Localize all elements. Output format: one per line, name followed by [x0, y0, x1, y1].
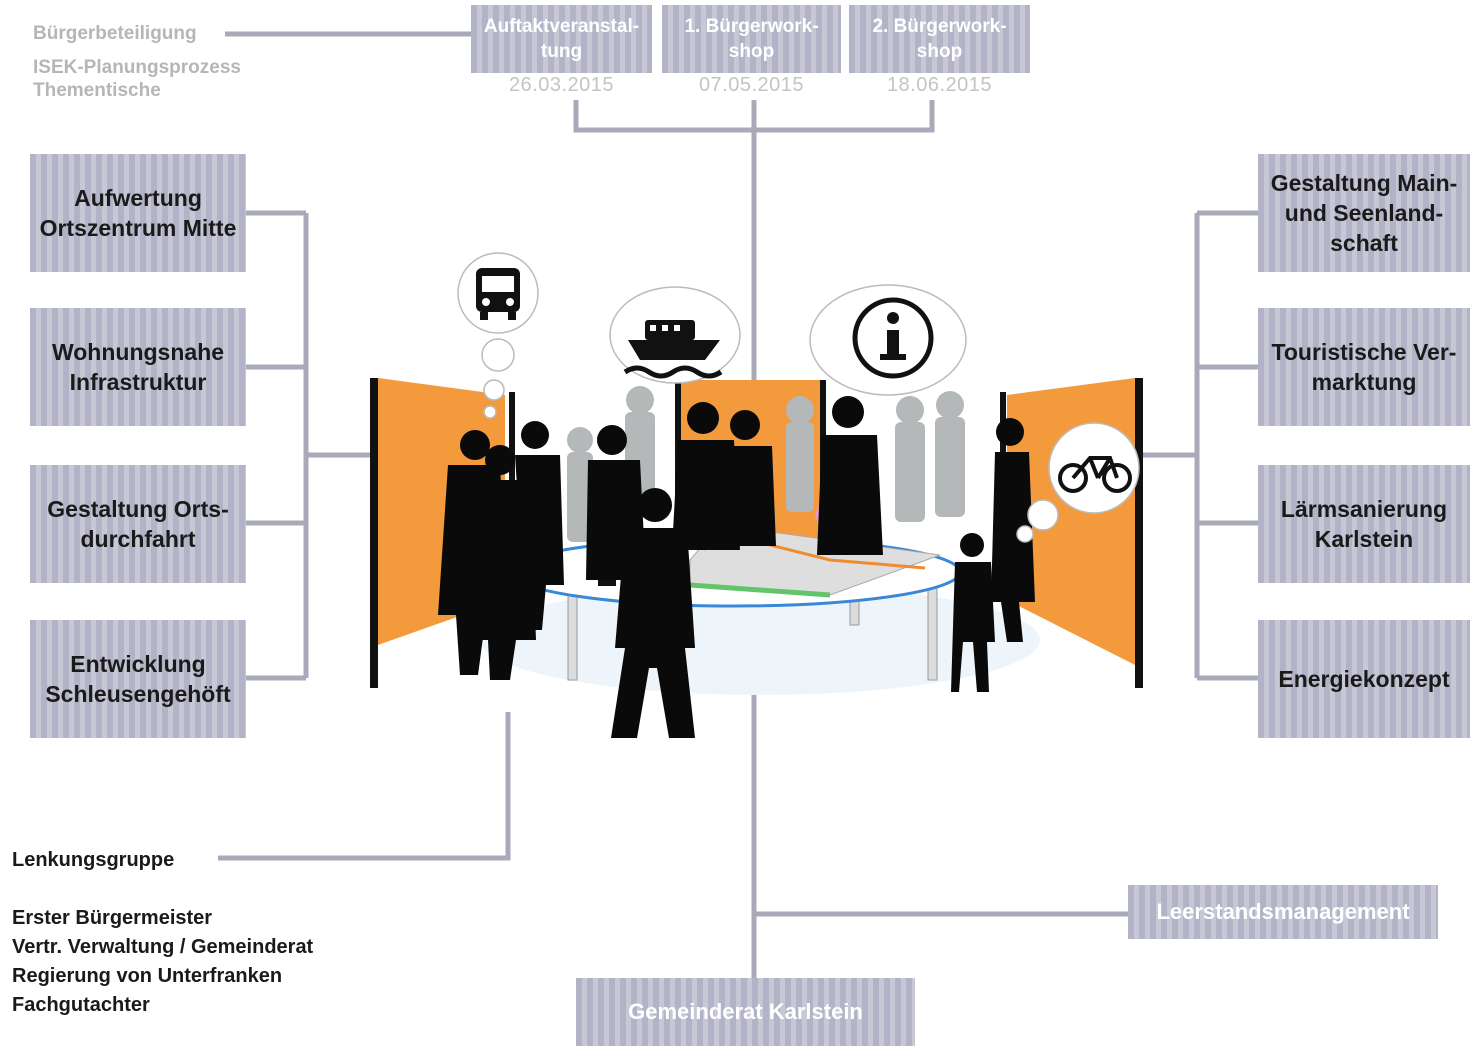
topic-box-through-road: Gestaltung Orts- durchfahrt [30, 465, 246, 583]
bus-icon [476, 268, 520, 320]
boat-icon [623, 320, 723, 379]
panel-post [509, 392, 515, 552]
topic-label: Gestaltung Orts- durchfahrt [47, 496, 229, 552]
header-theme-tables: Thementische [33, 80, 161, 100]
event-box-kickoff: Auftaktveranstal- tung [471, 5, 652, 73]
steering-member: Fachgutachter [12, 994, 150, 1016]
background-people [567, 386, 965, 542]
topic-box-lock-estate: Entwicklung Schleusengehöft [30, 620, 246, 738]
topic-box-landscape: Gestaltung Main- und Seenland- schaft [1258, 154, 1470, 272]
steering-group-title: Lenkungsgruppe [12, 849, 175, 871]
event-date: 26.03.2015 [508, 74, 615, 96]
topic-box-town-center: Aufwertung Ortszentrum Mitte [30, 154, 246, 272]
topic-label: Entwicklung Schleusengehöft [45, 651, 231, 707]
vacancy-management-box: Leerstandsmanagement [1128, 885, 1438, 939]
topic-label: Lärmsanierung Karlstein [1280, 496, 1448, 552]
council-label: Gemeinderat Karlstein [628, 999, 863, 1024]
event-label: 1. Bürgerwork- shop [684, 16, 819, 62]
topic-box-infrastructure: Wohnungsnahe Infrastruktur [30, 308, 246, 426]
topic-box-tourism: Touristische Ver- marktung [1258, 308, 1470, 426]
event-box-workshop-1: 1. Bürgerwork- shop [662, 5, 841, 73]
topic-label: Wohnungsnahe Infrastruktur [51, 339, 225, 395]
people-silhouettes [438, 396, 1035, 738]
panel-post [1135, 378, 1143, 688]
steering-member: Regierung von Unterfranken [12, 965, 283, 987]
topic-label: Touristische Ver- marktung [1271, 339, 1457, 395]
municipal-council-box: Gemeinderat Karlstein [576, 978, 915, 1046]
event-date: 18.06.2015 [886, 74, 993, 96]
steering-member: Erster Bürgermeister [12, 907, 213, 929]
info-icon [852, 297, 934, 379]
event-label: Auftaktveranstal- tung [483, 16, 640, 62]
topic-box-noise: Lärmsanierung Karlstein [1258, 465, 1470, 583]
topic-label: Aufwertung Ortszentrum Mitte [39, 185, 237, 241]
vacancy-label: Leerstandsmanagement [1156, 899, 1410, 924]
topic-label: Energiekonzept [1278, 666, 1450, 692]
bicycle-icon [1058, 456, 1132, 493]
steering-member: Vertr. Verwaltung / Gemeinderat [12, 936, 314, 958]
event-label: 2. Bürgerwork- shop [872, 16, 1007, 62]
header-planning-process: ISEK-Planungsprozess [33, 57, 241, 78]
header-participation: Bürgerbeteiligung [33, 23, 197, 44]
panel-post [370, 378, 378, 688]
event-box-workshop-2: 2. Bürgerwork- shop [849, 5, 1030, 73]
event-date: 07.05.2015 [698, 74, 805, 96]
topic-label: Gestaltung Main- und Seenland- schaft [1270, 170, 1458, 256]
topic-box-energy: Energiekonzept [1258, 620, 1470, 738]
